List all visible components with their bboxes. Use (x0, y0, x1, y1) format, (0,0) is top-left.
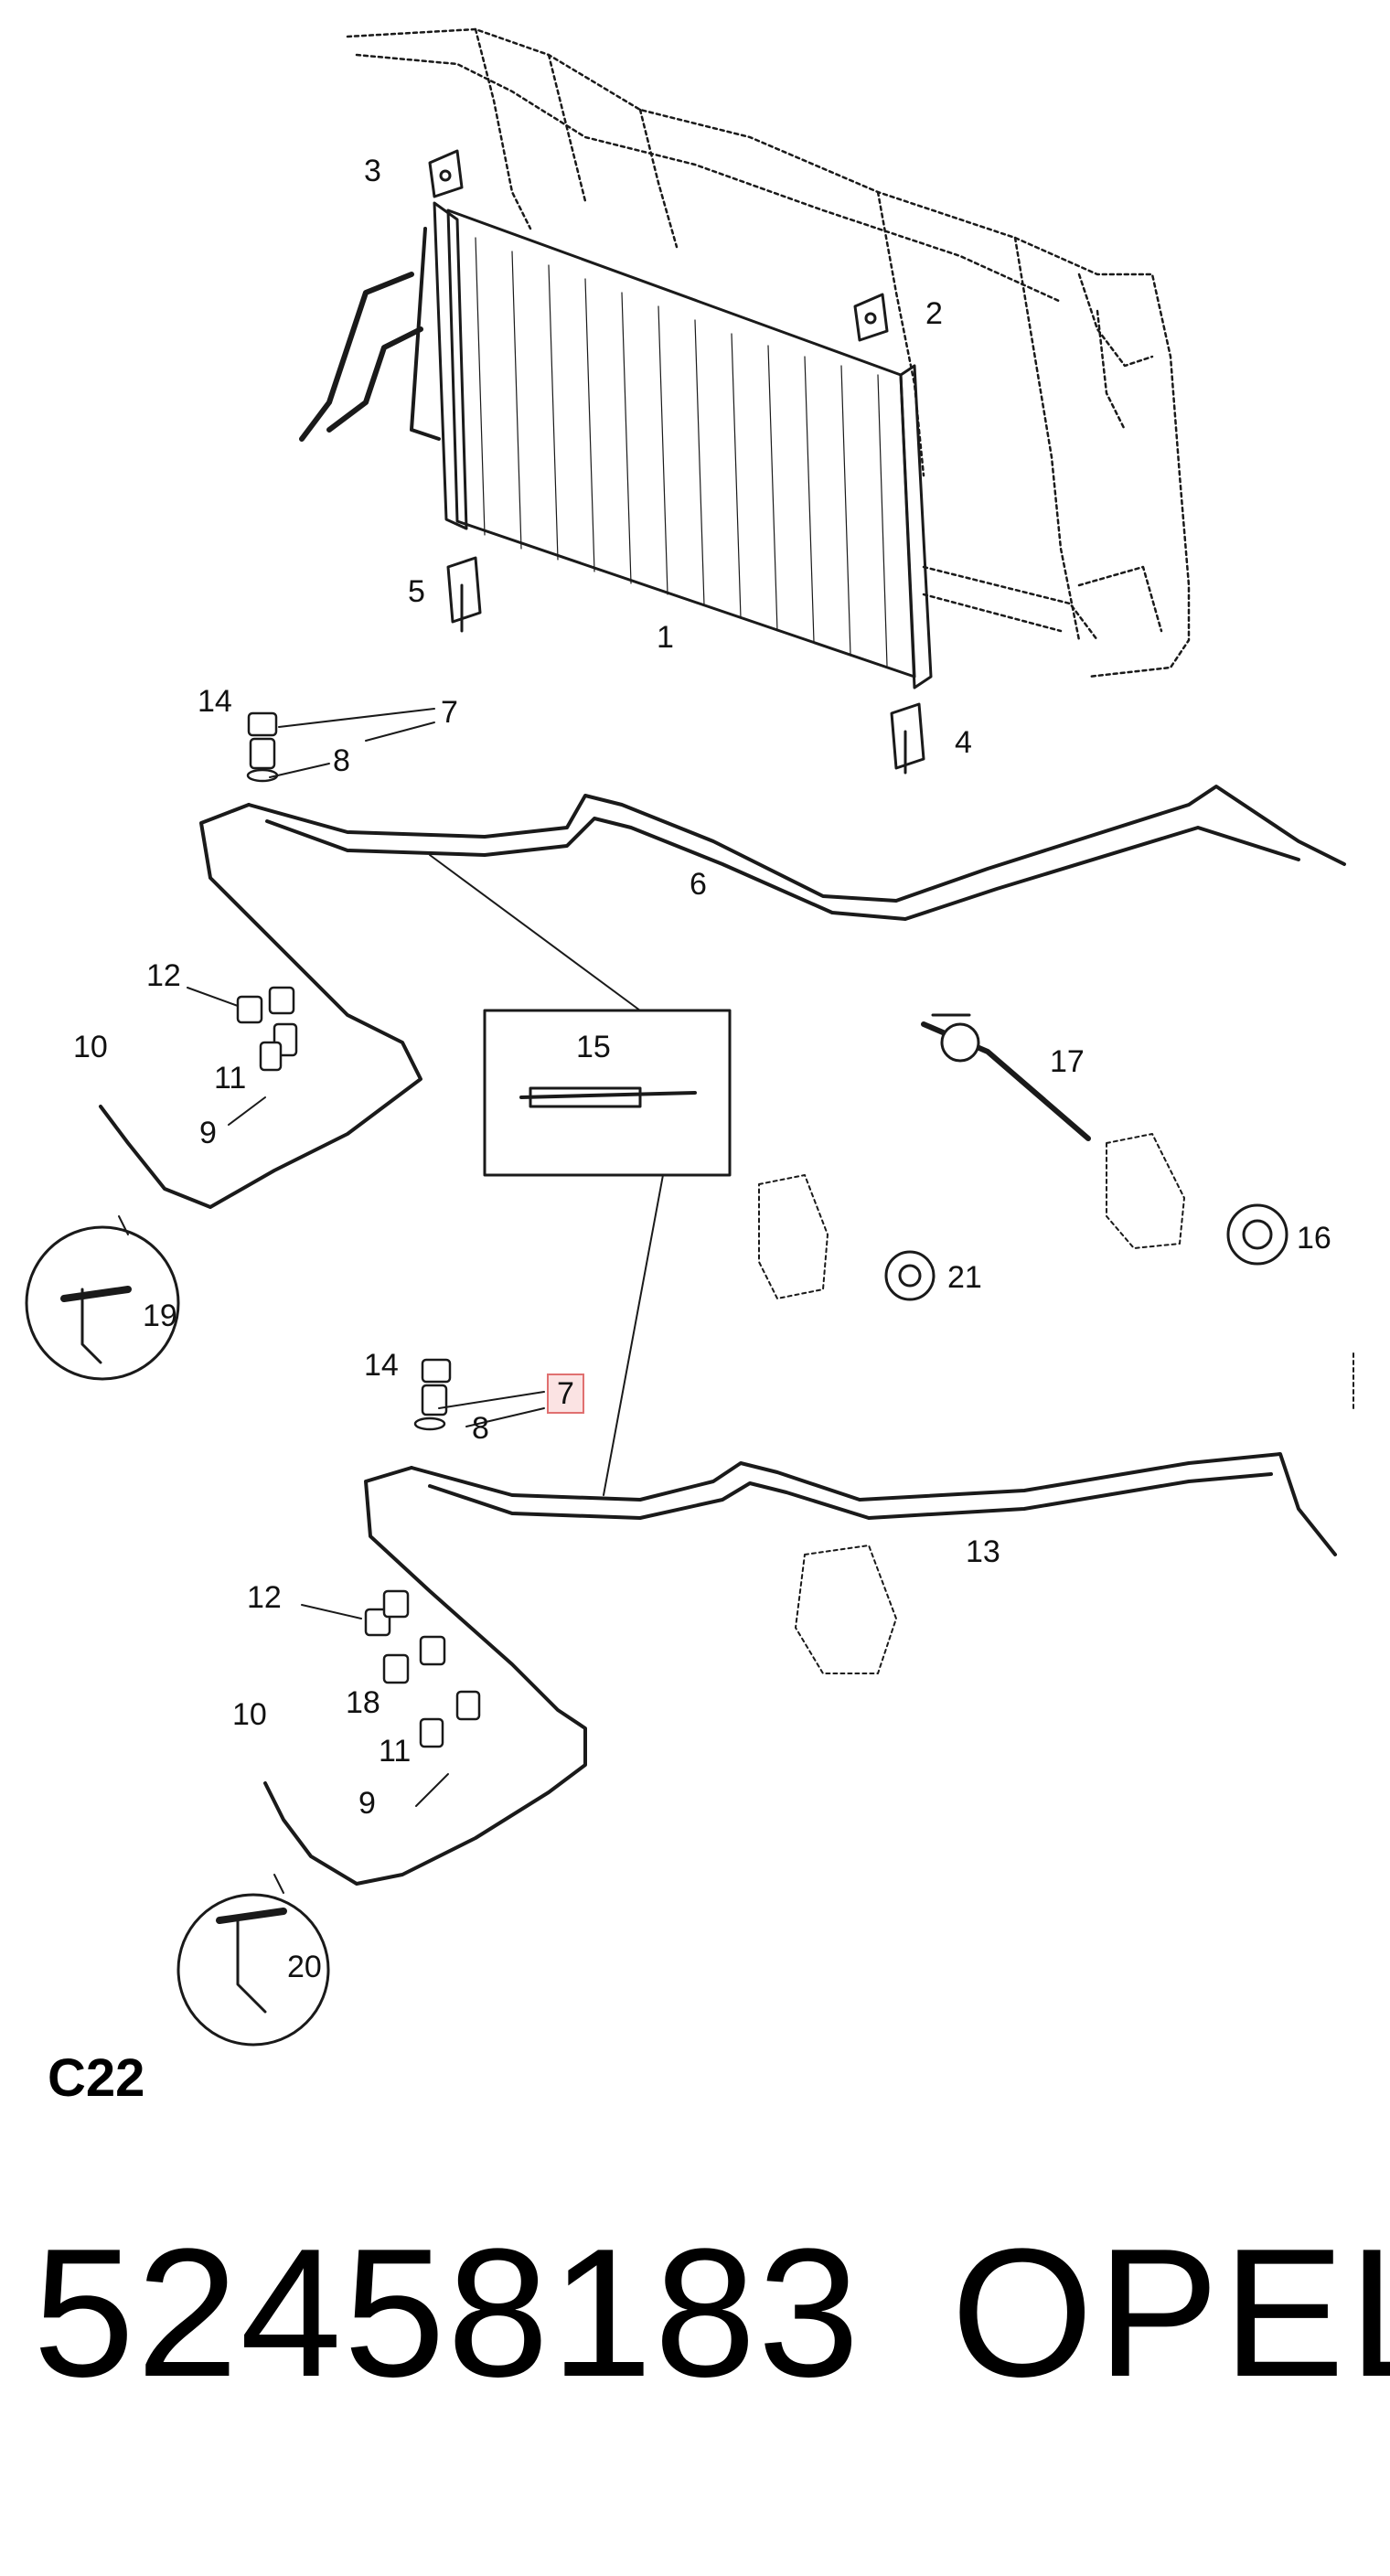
lower-fittings (364, 1358, 481, 1748)
callout-12-lower: 12 (247, 1580, 282, 1615)
callout-2: 2 (925, 296, 943, 331)
leader-lines (187, 708, 545, 1807)
callout-10: 10 (73, 1030, 108, 1064)
callout-20: 20 (287, 1950, 322, 1984)
pipe-6 (99, 785, 1346, 1209)
condenser (299, 201, 933, 689)
callout-9-lower: 9 (358, 1786, 376, 1821)
callout-11-lower: 11 (379, 1734, 412, 1769)
callout-14-lower: 14 (364, 1348, 399, 1383)
detail-circle-19 (25, 1215, 180, 1381)
callout-10-lower: 10 (232, 1697, 267, 1732)
nut-16 (1226, 1203, 1288, 1266)
callout-7-highlighted: 7 (547, 1374, 584, 1414)
dotted-pulley (795, 1545, 897, 1674)
callout-17: 17 (1050, 1044, 1085, 1079)
callout-21: 21 (947, 1260, 982, 1295)
detail-circle-20 (176, 1874, 330, 2047)
section-code: C22 (48, 2048, 145, 2108)
bracket-2 (853, 293, 889, 342)
dotted-bracket-right (1106, 1133, 1185, 1249)
callout-11: 11 (214, 1061, 247, 1096)
detail-box-15 (429, 854, 732, 1496)
callout-1: 1 (657, 620, 674, 655)
callout-6: 6 (690, 867, 707, 902)
callout-12: 12 (146, 958, 181, 993)
dotted-bracket-left (758, 1174, 829, 1299)
pipe-13 (263, 1452, 1337, 1886)
callout-3: 3 (364, 154, 381, 188)
bracket-3 (428, 149, 464, 198)
bolt-17 (921, 1013, 1091, 1141)
callout-7: 7 (441, 695, 458, 730)
callout-19: 19 (143, 1299, 177, 1333)
callout-16: 16 (1297, 1221, 1331, 1256)
callout-8-lower: 8 (472, 1411, 489, 1446)
callout-9: 9 (199, 1116, 217, 1150)
nut-21 (884, 1250, 936, 1301)
part-number: 52458183 (33, 2211, 861, 2415)
callout-8: 8 (333, 743, 350, 778)
callout-18: 18 (346, 1685, 380, 1720)
bracket-4 (890, 702, 925, 775)
brand-name: OPEL (951, 2211, 1390, 2415)
callout-14: 14 (198, 684, 232, 719)
bracket-5 (446, 556, 482, 633)
callout-4: 4 (955, 725, 972, 760)
callout-15: 15 (576, 1030, 611, 1064)
callout-5: 5 (408, 574, 425, 609)
callout-13: 13 (966, 1534, 1000, 1569)
upper-fittings (236, 711, 298, 1072)
